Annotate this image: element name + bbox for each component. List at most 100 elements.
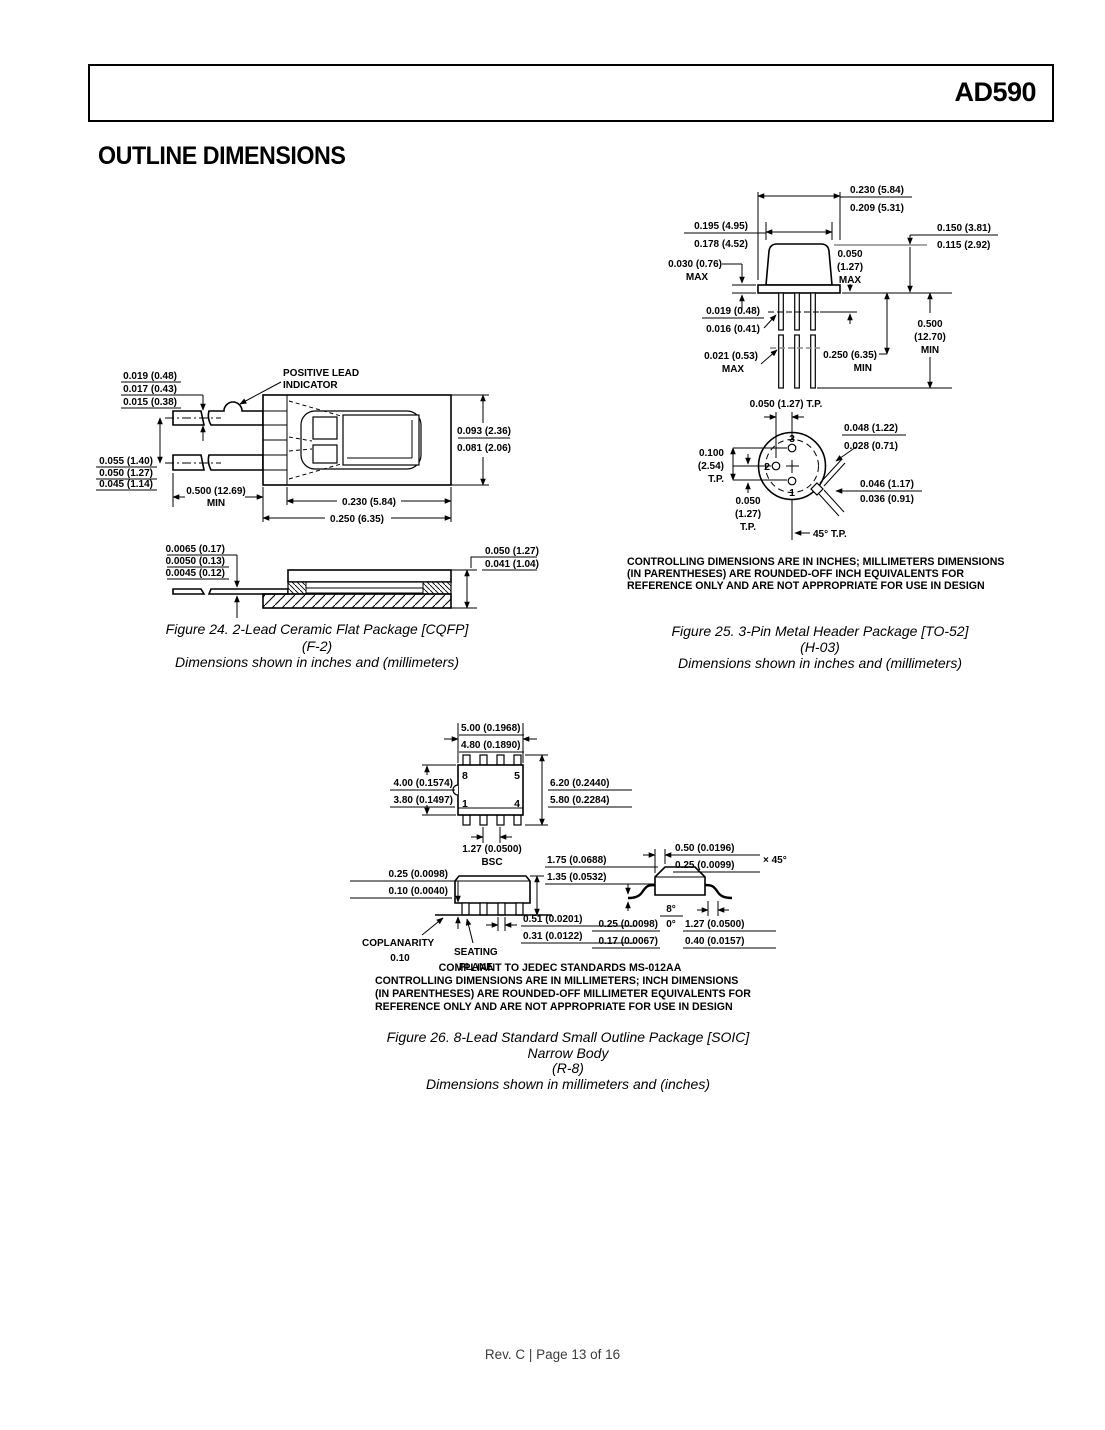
dim-label: MAX <box>686 272 709 283</box>
dim-label: 0.093 (2.36) <box>457 426 511 437</box>
dim-label: MIN <box>207 498 225 509</box>
dim-label: 0.0045 (0.12) <box>166 568 226 579</box>
dim-label: 1.27 (0.0500) <box>685 919 745 930</box>
to52-dimension-lines <box>684 192 998 389</box>
caption-line: Figure 25. 3-Pin Metal Header Package [T… <box>671 623 969 639</box>
figure-25-to52: 0.230 (5.84) 0.209 (5.31) 0.195 (4.95) 0… <box>627 185 1004 671</box>
dim-label: 0.25 (0.0098) <box>389 869 449 880</box>
dim-label: 0.40 (0.0157) <box>685 936 745 947</box>
dim-label: MAX <box>722 364 745 375</box>
pin-number: 1 <box>789 487 795 499</box>
caption-line: Figure 24. 2-Lead Ceramic Flat Package [… <box>166 621 470 637</box>
dim-label: 1.35 (0.0532) <box>547 872 607 883</box>
dim-label: MIN <box>921 345 939 356</box>
page-footer: Rev. C | Page 13 of 16 <box>484 1347 621 1362</box>
dim-label: 0.019 (0.48) <box>123 371 177 382</box>
dim-label: (2.54) <box>698 461 724 472</box>
caption-line: (H-03) <box>800 639 840 655</box>
dim-label: T.P. <box>740 522 756 533</box>
dim-label: 0.016 (0.41) <box>706 324 760 335</box>
dim-label: 0° <box>666 919 676 930</box>
caption-line: (F-2) <box>302 638 332 654</box>
dim-label: 0.195 (4.95) <box>694 221 748 232</box>
dim-label: PLANE <box>459 962 493 973</box>
to52-note: CONTROLLING DIMENSIONS ARE IN INCHES; MI… <box>627 556 1004 592</box>
caption-line: Dimensions shown in millimeters and (inc… <box>426 1076 710 1092</box>
dim-label: 5.00 (0.1968) <box>461 723 521 734</box>
note-line: REFERENCE ONLY AND ARE NOT APPROPRIATE F… <box>627 580 985 592</box>
dim-label: 0.081 (2.06) <box>457 443 511 454</box>
soic-top-view-outline <box>452 754 524 826</box>
dim-label: 0.048 (1.22) <box>844 423 898 434</box>
dim-label: 0.041 (1.04) <box>485 559 539 570</box>
to52-bottom-dimension-lines <box>730 412 922 536</box>
dim-label: 0.50 (0.0196) <box>675 843 735 854</box>
dim-label: 45° T.P. <box>813 529 847 540</box>
cqfp-dimension-lines <box>96 381 510 522</box>
dim-label: (1.27) <box>837 262 863 273</box>
dim-label: 0.51 (0.0201) <box>523 914 583 925</box>
to52-side-view-outline <box>757 243 841 389</box>
part-number: AD590 <box>954 76 1036 107</box>
dim-label: T.P. <box>708 474 724 485</box>
dim-label: 0.050 (1.27) <box>485 546 539 557</box>
dim-label: 5.80 (0.2284) <box>550 795 610 806</box>
note-line: CONTROLLING DIMENSIONS ARE IN MILLIMETER… <box>375 975 738 987</box>
page-title: OUTLINE DIMENSIONS <box>98 142 346 170</box>
dim-label: SEATING <box>454 947 498 958</box>
to52-bottom-view-outline <box>757 431 846 540</box>
dim-label: 1.27 (0.0500) <box>462 844 522 855</box>
dim-label: 0.31 (0.0122) <box>523 931 583 942</box>
dim-label: 0.230 (5.84) <box>850 185 904 196</box>
dim-label: 0.500 (12.69) <box>186 486 246 497</box>
soic-note: COMPLIANT TO JEDEC STANDARDS MS-012AA CO… <box>375 962 751 1013</box>
cqfp-top-view-outline <box>165 394 452 486</box>
dim-label: 0.17 (0.0067) <box>599 936 659 947</box>
figure-26-caption: Figure 26. 8-Lead Standard Small Outline… <box>387 1029 751 1092</box>
dim-label: 0.036 (0.91) <box>860 494 914 505</box>
pin-number: 8 <box>462 770 468 782</box>
dim-label: 0.050 (1.27) <box>99 468 153 479</box>
figure-24-cqfp: 0.019 (0.48) 0.017 (0.43) 0.015 (0.38) P… <box>96 368 539 670</box>
caption-line: Figure 26. 8-Lead Standard Small Outline… <box>387 1029 751 1045</box>
soic-dimension-labels: 5.00 (0.1968) 4.80 (0.1890) 4.00 (0.1574… <box>362 723 787 973</box>
dim-label: 0.10 <box>390 953 410 964</box>
dim-label: 0.017 (0.43) <box>123 384 177 395</box>
soic-top-dimension-lines <box>390 723 632 843</box>
dim-label: MAX <box>839 275 862 286</box>
soic-side-view-outline <box>435 875 552 916</box>
dim-label: 0.045 (1.14) <box>99 479 153 490</box>
dim-label: 0.019 (0.48) <box>706 306 760 317</box>
dim-label: (1.27) <box>735 509 761 520</box>
soic-end-dimension-lines <box>592 849 776 949</box>
note-line: COMPLIANT TO JEDEC STANDARDS MS-012AA <box>439 962 682 974</box>
cqfp-side-dimension-lines <box>167 554 537 618</box>
caption-line: (R-8) <box>552 1060 584 1076</box>
dim-label: 0.250 (6.35) <box>823 350 877 361</box>
dim-label: 0.100 <box>699 448 724 459</box>
dim-label: 0.055 (1.40) <box>99 456 153 467</box>
dim-label: 0.030 (0.76) <box>668 259 722 270</box>
note-line: (IN PARENTHESES) ARE ROUNDED-OFF INCH EQ… <box>627 568 964 580</box>
figure-26-soic: 5.00 (0.1968) 4.80 (0.1890) 4.00 (0.1574… <box>350 723 787 1092</box>
dim-label: 3.80 (0.1497) <box>394 795 454 806</box>
dim-label: 1.75 (0.0688) <box>547 855 607 866</box>
figure-24-caption: Figure 24. 2-Lead Ceramic Flat Package [… <box>166 621 470 670</box>
pin-number: 5 <box>514 770 520 782</box>
dim-label: 0.10 (0.0040) <box>389 886 449 897</box>
dim-label: 0.050 (1.27) T.P. <box>750 399 823 410</box>
dim-label: 4.00 (0.1574) <box>394 778 454 789</box>
dim-label: 6.20 (0.2440) <box>550 778 610 789</box>
caption-line: Dimensions shown in inches and (millimet… <box>175 654 459 670</box>
dim-label: 0.250 (6.35) <box>330 514 384 525</box>
soic-side-dimension-lines <box>350 866 658 944</box>
dim-label: 0.500 <box>917 319 942 330</box>
cqfp-side-view-outline <box>172 569 452 609</box>
dim-label: (12.70) <box>914 332 946 343</box>
dim-label: 0.015 (0.38) <box>123 397 177 408</box>
pin-number: 2 <box>764 461 770 473</box>
dim-label: COPLANARITY <box>362 938 435 949</box>
dim-label: 0.25 (0.0098) <box>599 919 659 930</box>
dim-label: 0.050 <box>735 496 760 507</box>
